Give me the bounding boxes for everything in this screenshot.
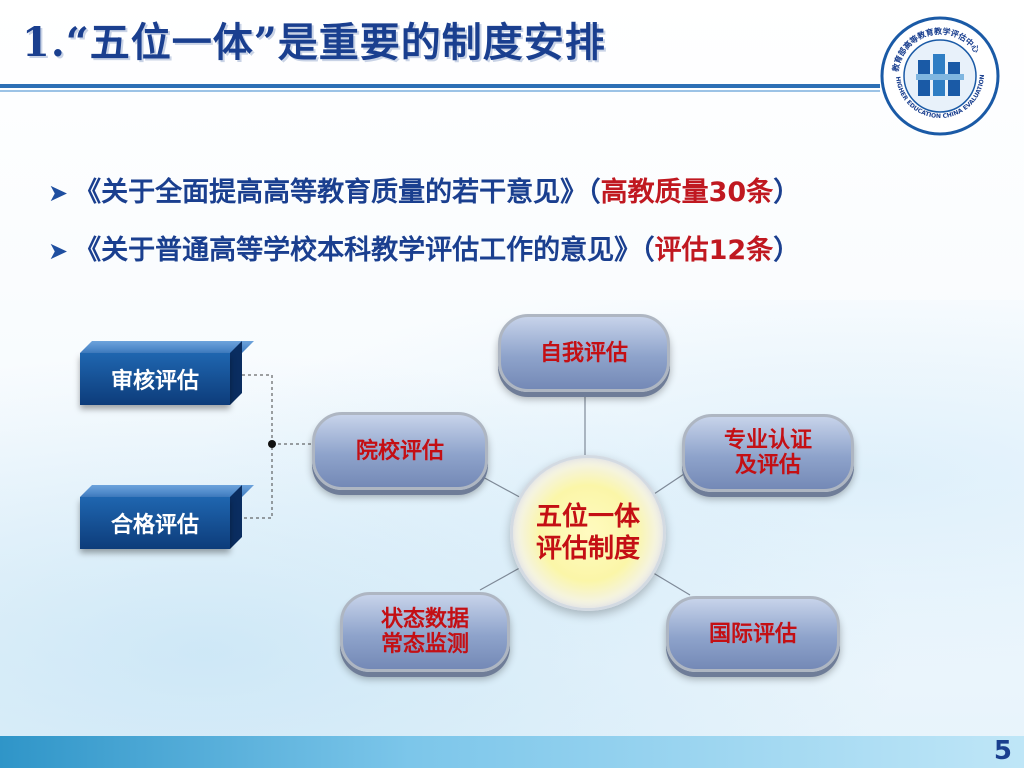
evaluation-center-logo: 教育部高等教育教学评估中心 HIGHER EDUCATION CHINA EVA… [878,14,1000,136]
box-top-face [80,341,254,353]
qualified-evaluation-box: 合格评估 [80,497,230,549]
slide-title: 1.“五位一体”是重要的制度安排 [22,19,606,66]
title-divider-thin [0,90,880,92]
professional-accreditation-node: 专业认证及评估 [682,414,854,492]
title-divider [0,84,880,88]
status-monitoring-node: 状态数据常态监测 [340,592,510,672]
institution-evaluation-node: 院校评估 [312,412,488,490]
box-top-face [80,485,254,497]
bullet-item: ➤《关于普通高等学校本科教学评估工作的意见》（评估12条） [48,235,801,266]
international-evaluation-node: 国际评估 [666,596,840,672]
bullet-highlight: 高教质量30条 [600,177,774,208]
bullet-highlight: 评估12条 [654,235,774,266]
arrow-bullet-icon: ➤ [48,179,69,207]
five-in-one-center: 五位一体评估制度 [510,455,666,611]
bullet-item: ➤《关于全面提高高等教育质量的若干意见》（高教质量30条） [48,177,801,208]
page-number: 5 [993,736,1012,766]
arrow-bullet-icon: ➤ [48,237,69,265]
footer-bar [0,736,1024,768]
self-evaluation-node: 自我评估 [498,314,670,392]
audit-evaluation-box: 审核评估 [80,353,230,405]
